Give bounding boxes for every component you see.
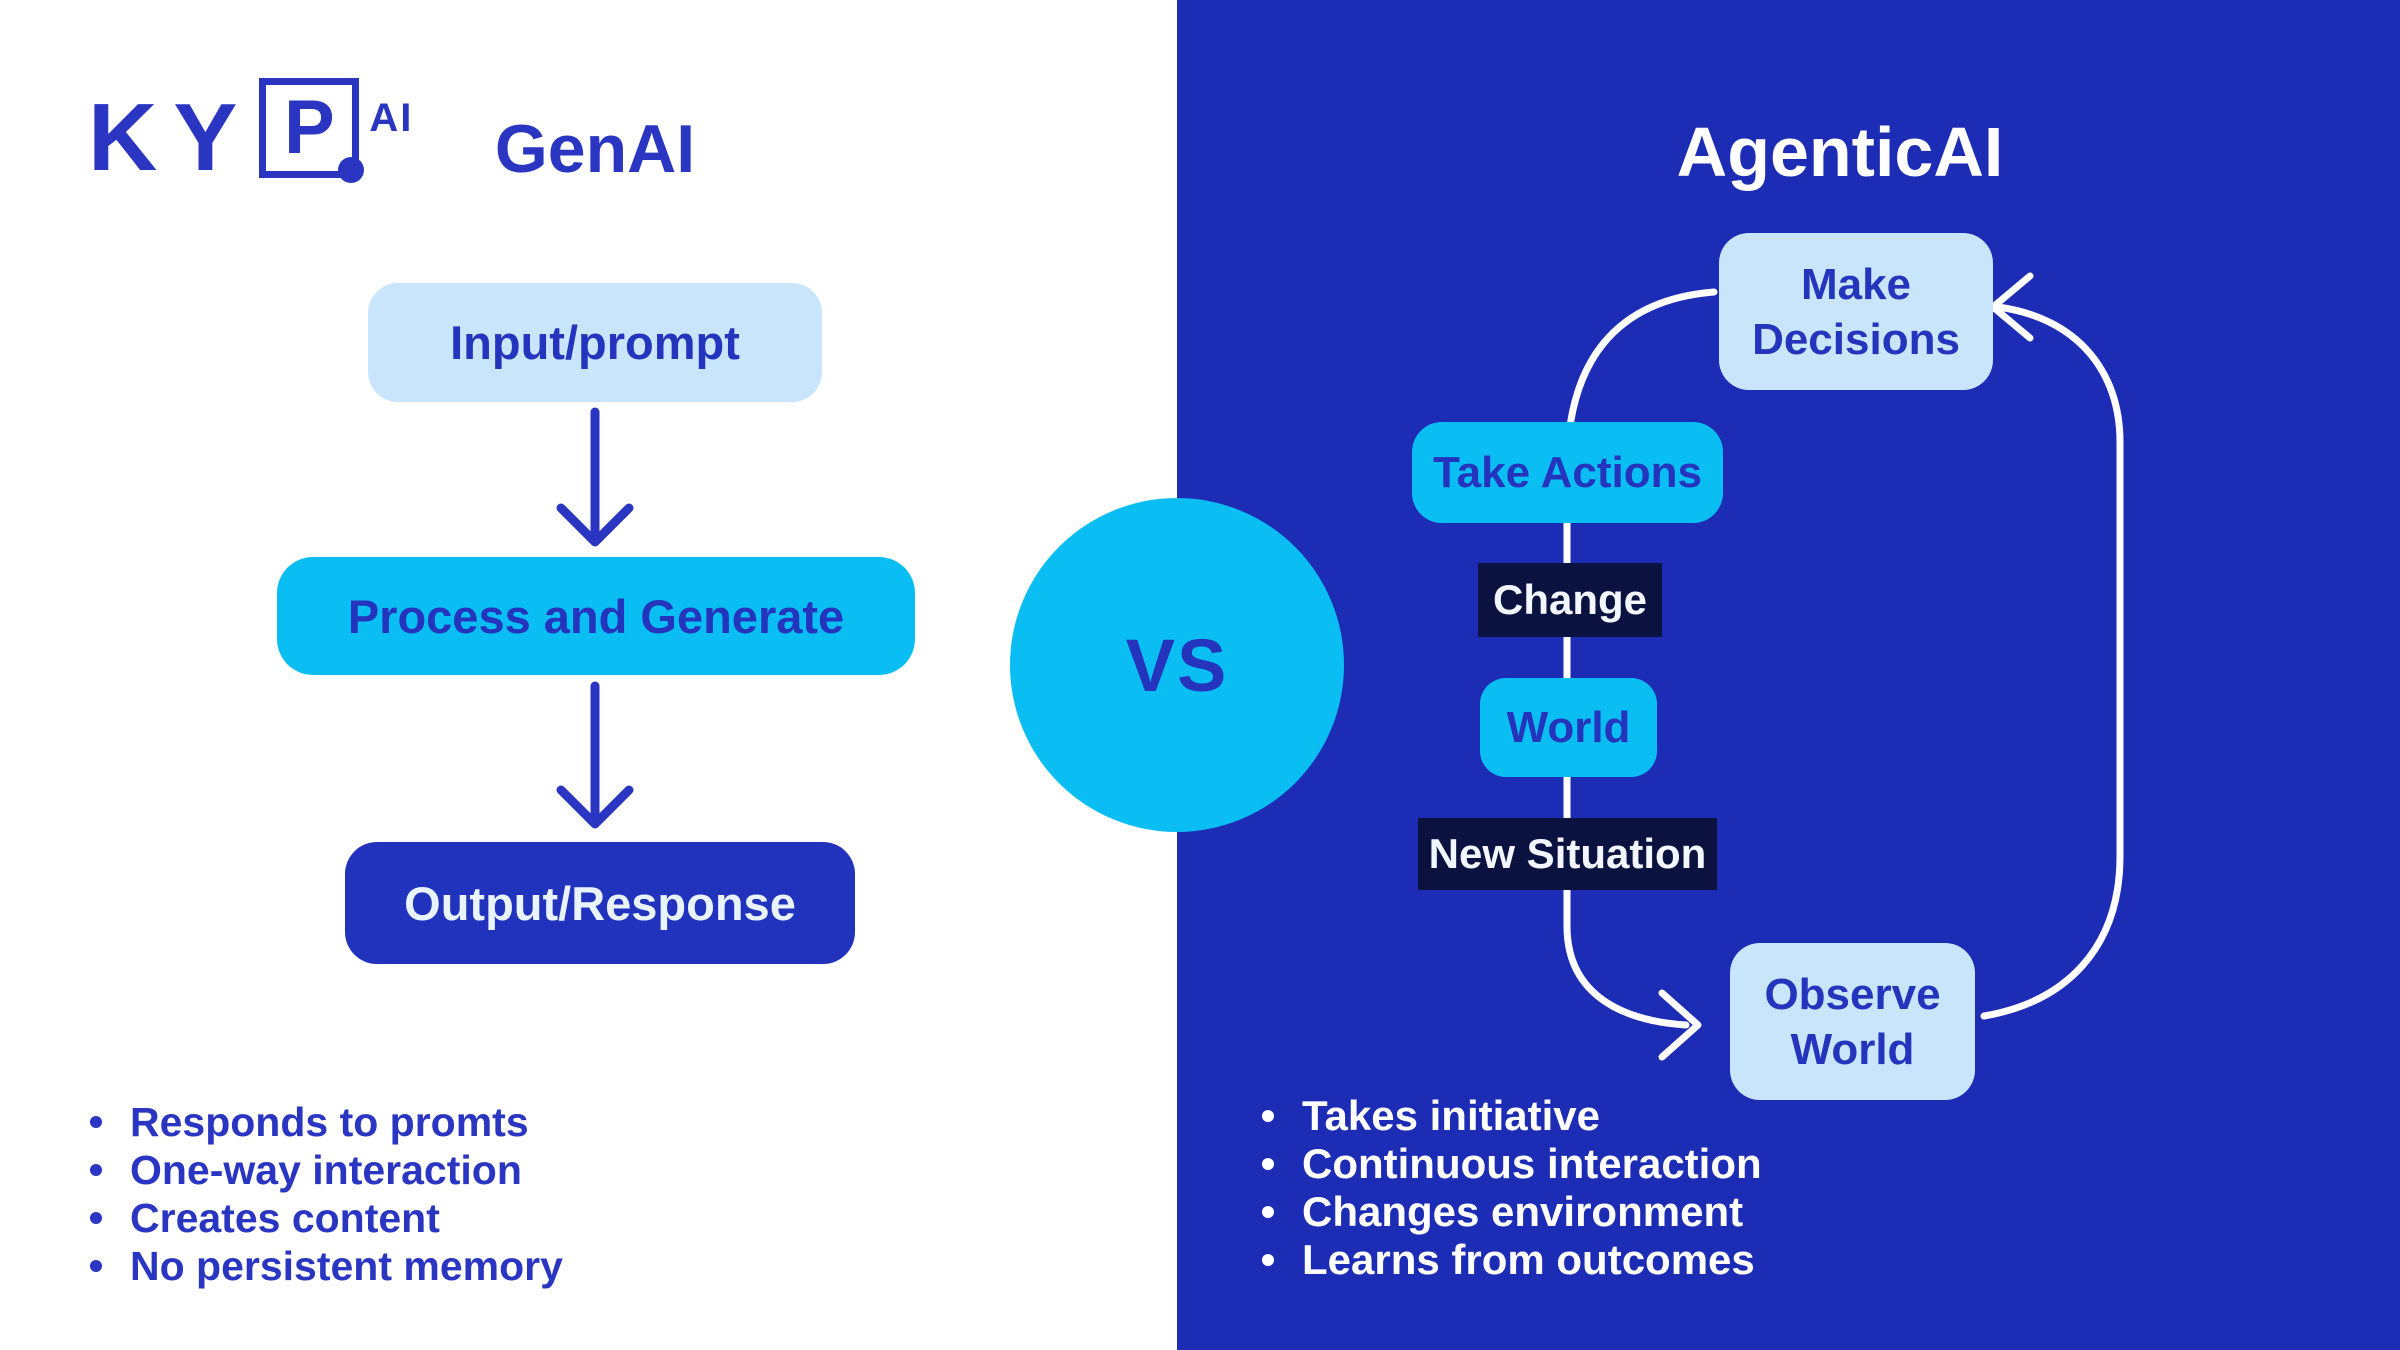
genai-bullet-list: Responds to promts One-way interaction C… xyxy=(90,1098,563,1290)
genai-title: GenAI xyxy=(494,111,696,187)
vs-label: VS xyxy=(1125,623,1229,707)
bullet-text: Continuous interaction xyxy=(1302,1140,1762,1187)
agenticai-title: AgenticAI xyxy=(1676,113,2004,191)
logo-p-letter: P xyxy=(284,85,335,170)
bullet-dot-icon xyxy=(1262,1110,1274,1122)
vs-badge: VS xyxy=(1010,498,1344,832)
loop-box-change: Change xyxy=(1478,563,1662,637)
list-item: Changes environment xyxy=(1262,1188,1762,1236)
bullet-text: No persistent memory xyxy=(130,1243,563,1289)
bullet-dot-icon xyxy=(1262,1158,1274,1170)
bullet-dot-icon xyxy=(90,1260,102,1272)
kyp-ai-logo: KY P AI xyxy=(88,78,414,191)
loop-box-take-actions: Take Actions xyxy=(1412,422,1723,523)
flow-box-output-response: Output/Response xyxy=(345,842,855,964)
flow-box-process-generate: Process and Generate xyxy=(277,557,915,675)
bullet-text: Responds to promts xyxy=(130,1099,529,1145)
bullet-dot-icon xyxy=(90,1164,102,1176)
bullet-dot-icon xyxy=(1262,1206,1274,1218)
logo-ky-text: KY xyxy=(88,84,254,191)
loop-box-world: World xyxy=(1480,678,1657,777)
bullet-text: Learns from outcomes xyxy=(1302,1236,1755,1283)
agentic-panel-background xyxy=(1177,0,2400,1350)
loop-box-new-situation: New Situation xyxy=(1418,818,1717,890)
agenticai-bullet-list: Takes initiative Continuous interaction … xyxy=(1262,1092,1762,1284)
list-item: Learns from outcomes xyxy=(1262,1236,1762,1284)
list-item: Creates content xyxy=(90,1194,563,1242)
loop-box-observe-world: Observe World xyxy=(1730,943,1975,1100)
list-item: No persistent memory xyxy=(90,1242,563,1290)
bullet-text: Changes environment xyxy=(1302,1188,1744,1235)
list-item: Takes initiative xyxy=(1262,1092,1762,1140)
flow-arrowhead-down-1-icon xyxy=(556,503,634,547)
logo-dot-icon xyxy=(338,157,365,183)
flow-box-input-prompt: Input/prompt xyxy=(368,283,822,402)
bullet-text: Creates content xyxy=(130,1195,440,1241)
list-item: Responds to promts xyxy=(90,1098,563,1146)
bullet-dot-icon xyxy=(90,1212,102,1224)
bullet-dot-icon xyxy=(1262,1254,1274,1266)
flow-arrowhead-down-2-icon xyxy=(556,785,634,829)
list-item: Continuous interaction xyxy=(1262,1140,1762,1188)
logo-p-box: P xyxy=(259,78,365,183)
logo-ai-suffix: AI xyxy=(369,96,414,140)
bullet-dot-icon xyxy=(90,1116,102,1128)
loop-box-make-decisions: Make Decisions xyxy=(1719,233,1993,390)
list-item: One-way interaction xyxy=(90,1146,563,1194)
bullet-text: Takes initiative xyxy=(1302,1092,1601,1139)
bullet-text: One-way interaction xyxy=(130,1147,522,1193)
